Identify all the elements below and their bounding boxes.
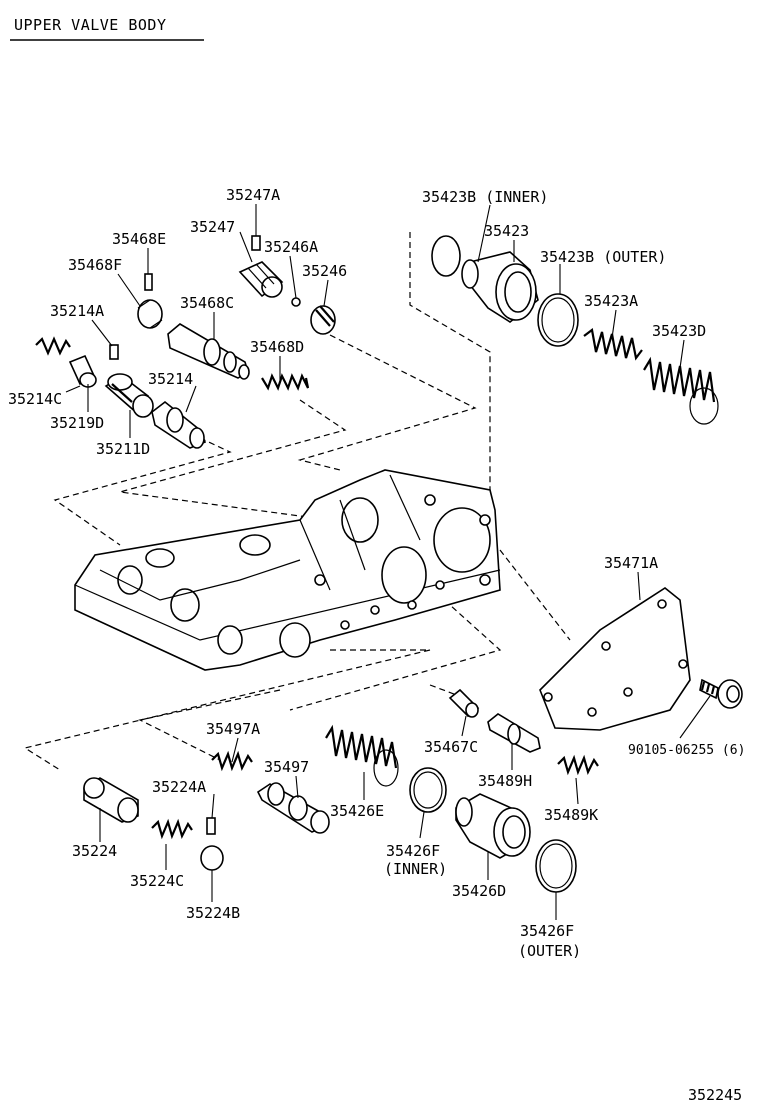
part-35423D	[643, 356, 719, 425]
part-35468C	[167, 323, 250, 380]
label-35214: 35214	[148, 370, 193, 388]
label-35426F-inner: 35426F	[386, 842, 440, 860]
label-35224C: 35224C	[130, 872, 184, 890]
part-35426E	[325, 724, 399, 787]
label-35247: 35247	[190, 218, 235, 236]
part-35224B	[200, 845, 224, 871]
part-35224A	[206, 817, 216, 835]
label-35214C: 35214C	[8, 390, 62, 408]
label-35224A: 35224A	[152, 778, 206, 796]
label-35497A: 35497A	[206, 720, 260, 738]
label-35423B-inner: 35423B (INNER)	[422, 188, 548, 206]
part-35489K	[557, 754, 599, 776]
label-35467C: 35467C	[424, 738, 478, 756]
part-labels: 35247A 35247 35246A 35246 35468E 35468F …	[8, 186, 745, 960]
part-35246	[310, 305, 336, 335]
figure-number: 352245	[688, 1086, 742, 1104]
part-35426F-outer	[535, 839, 577, 893]
label-35246: 35246	[302, 262, 347, 280]
label-35224B: 35224B	[186, 904, 240, 922]
label-35468E: 35468E	[112, 230, 166, 248]
label-35489H: 35489H	[478, 772, 532, 790]
label-35247A: 35247A	[226, 186, 280, 204]
label-35211D: 35211D	[96, 440, 150, 458]
label-35426D: 35426D	[452, 882, 506, 900]
label-35214A: 35214A	[50, 302, 104, 320]
label-35468F: 35468F	[68, 256, 122, 274]
part-35426D	[455, 793, 531, 859]
part-35497	[256, 782, 330, 834]
label-35246A: 35246A	[264, 238, 318, 256]
label-35423B-outer: 35423B (OUTER)	[540, 248, 666, 266]
part-35468E	[144, 273, 153, 291]
part-35214A	[109, 344, 119, 360]
part-35246A	[291, 297, 301, 307]
label-35224: 35224	[72, 842, 117, 860]
upper-valve-body	[74, 469, 501, 671]
separator-plate-35471A	[539, 587, 691, 731]
label-35426E: 35426E	[330, 802, 384, 820]
part-35426F-inner	[409, 767, 447, 813]
label-35468D: 35468D	[250, 338, 304, 356]
label-35471A: 35471A	[604, 554, 658, 572]
part-35423	[461, 251, 539, 323]
part-35214	[151, 400, 207, 449]
part-35214C	[35, 336, 71, 356]
bolt-90105	[699, 678, 743, 709]
part-35423B-inner	[431, 235, 461, 277]
part-35224C	[151, 818, 193, 840]
part-35219D	[68, 354, 97, 388]
part-35247A	[251, 235, 261, 251]
label-90105: 90105-06255 (6)	[628, 743, 745, 758]
label-35426F-inner-sub: (INNER)	[384, 860, 447, 878]
label-35489K: 35489K	[544, 806, 598, 824]
label-35423D: 35423D	[652, 322, 706, 340]
label-35423A: 35423A	[584, 292, 638, 310]
part-35211D	[104, 373, 154, 418]
part-35489H	[487, 713, 541, 753]
part-35224	[83, 777, 139, 823]
part-35468F	[137, 299, 163, 329]
part-35468D	[261, 373, 310, 391]
label-35423: 35423	[484, 222, 529, 240]
assembly-guide-lines	[23, 232, 571, 771]
part-35247	[238, 261, 284, 298]
part-35467C	[448, 688, 480, 718]
diagram-title: UPPER VALVE BODY	[14, 16, 167, 34]
label-35497: 35497	[264, 758, 309, 776]
label-35426F-outer-sub: (OUTER)	[518, 942, 581, 960]
label-35426F-outer: 35426F	[520, 922, 574, 940]
part-35423B-outer	[537, 293, 579, 347]
part-35497A	[211, 750, 253, 772]
leader-lines	[65, 204, 711, 920]
label-35468C: 35468C	[180, 294, 234, 312]
label-35219D: 35219D	[50, 414, 104, 432]
part-35423A	[583, 328, 643, 361]
